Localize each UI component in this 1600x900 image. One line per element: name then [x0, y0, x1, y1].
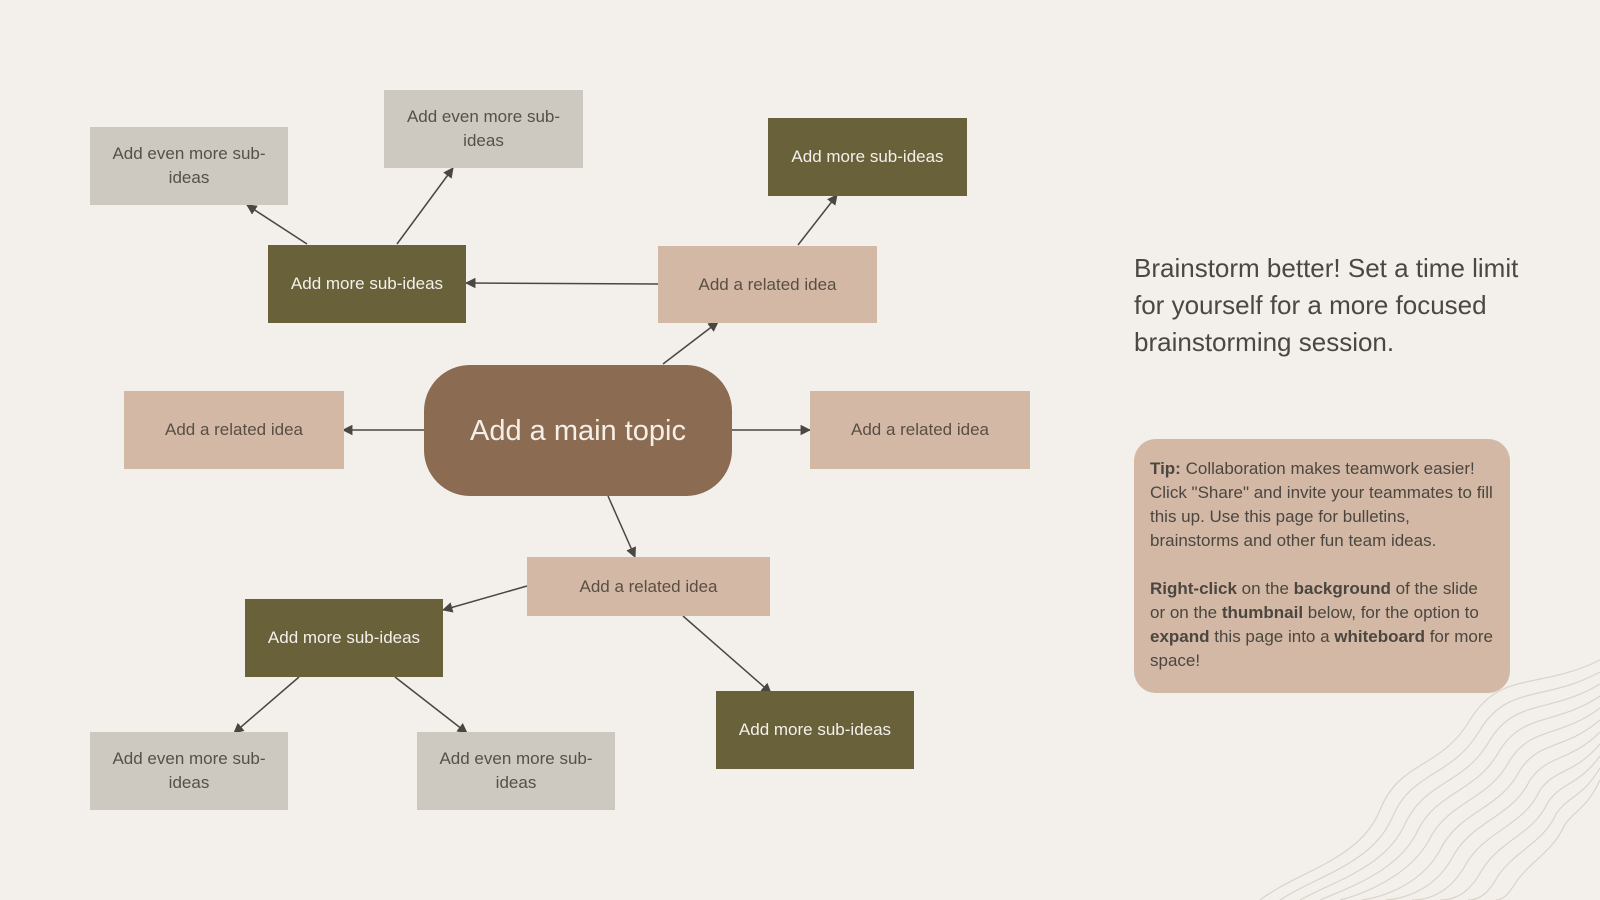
node-even-more-sub-ideas[interactable]: Add even more sub-ideas [90, 127, 288, 205]
tip-text: below, for the option to [1303, 603, 1479, 622]
tip-label: Tip: [1150, 459, 1181, 478]
link-related-bottom-to-more-bl [441, 585, 528, 613]
link-main-to-related-bottom [607, 495, 636, 558]
tip-whiteboard: whiteboard [1334, 627, 1425, 646]
tip-thumbnail: thumbnail [1221, 603, 1304, 622]
node-label: Add even more sub-ideas [112, 749, 266, 792]
node-label: Add a related idea [698, 274, 837, 294]
tip-text: for more space! [1150, 627, 1493, 670]
tip-text: Collaboration makes teamwork easier! Cli… [1150, 459, 1493, 550]
headline: Brainstorm better! Set a time limit for … [1134, 253, 1519, 357]
tip-box: Tip: Collaboration makes teamwork easier… [1134, 439, 1510, 693]
tip-right-click: Right-click [1150, 579, 1237, 598]
wavy-lines-decoration [1259, 659, 1600, 900]
link-related-bottom-to-more-br [682, 615, 772, 694]
node-label: Add even more sub-ideas [112, 144, 266, 187]
node-even-more-sub-ideas[interactable]: Add even more sub-ideas [417, 732, 615, 810]
link-main-to-related-top [662, 321, 719, 365]
link-more-left-to-sub-tl-2 [396, 167, 454, 245]
node-related-idea[interactable]: Add a related idea [124, 391, 344, 469]
tip-paragraph-whiteboard: Right-click on the background of the sli… [1150, 577, 1494, 673]
tip-text: this page into a [1209, 627, 1335, 646]
tip-text: on the [1236, 579, 1294, 598]
node-label: Add more sub-ideas [290, 274, 444, 293]
node-label: Add even more sub-ideas [406, 107, 561, 150]
node-more-sub-ideas[interactable]: Add more sub-ideas [768, 118, 967, 196]
node-more-sub-ideas[interactable]: Add more sub-ideas [268, 245, 466, 323]
main-topic-label: Add a main topic [469, 414, 686, 447]
link-related-top-to-more-left [464, 277, 659, 289]
link-more-bl-to-sub-bl-1 [233, 676, 300, 734]
node-label: Add more sub-ideas [791, 147, 944, 166]
tip-text: of the slide or on the [1150, 579, 1478, 622]
node-label: Add more sub-ideas [738, 720, 892, 739]
node-label: Add more sub-ideas [267, 628, 421, 647]
tip-background: background [1293, 579, 1391, 598]
node-even-more-sub-ideas[interactable]: Add even more sub-ideas [90, 732, 288, 810]
node-more-sub-ideas[interactable]: Add more sub-ideas [245, 599, 443, 677]
tip-paragraph: Tip: Collaboration makes teamwork easier… [1150, 457, 1494, 553]
node-main-topic[interactable]: Add a main topic [424, 365, 732, 496]
node-even-more-sub-ideas[interactable]: Add even more sub-ideas [384, 90, 583, 168]
node-label: Add a related idea [165, 420, 303, 439]
link-more-bl-to-sub-bl-2 [394, 676, 468, 734]
node-related-idea[interactable]: Add a related idea [527, 557, 770, 616]
node-related-idea[interactable]: Add a related idea [810, 391, 1030, 469]
link-related-top-to-more-tr [797, 194, 838, 246]
node-more-sub-ideas[interactable]: Add more sub-ideas [716, 691, 914, 769]
node-related-idea[interactable]: Add a related idea [658, 246, 877, 323]
tip-expand: expand [1150, 627, 1210, 646]
node-label: Add a related idea [579, 576, 718, 596]
node-label: Add even more sub-ideas [439, 749, 593, 792]
link-more-left-to-sub-tl-1 [246, 204, 308, 245]
node-label: Add a related idea [851, 420, 989, 439]
